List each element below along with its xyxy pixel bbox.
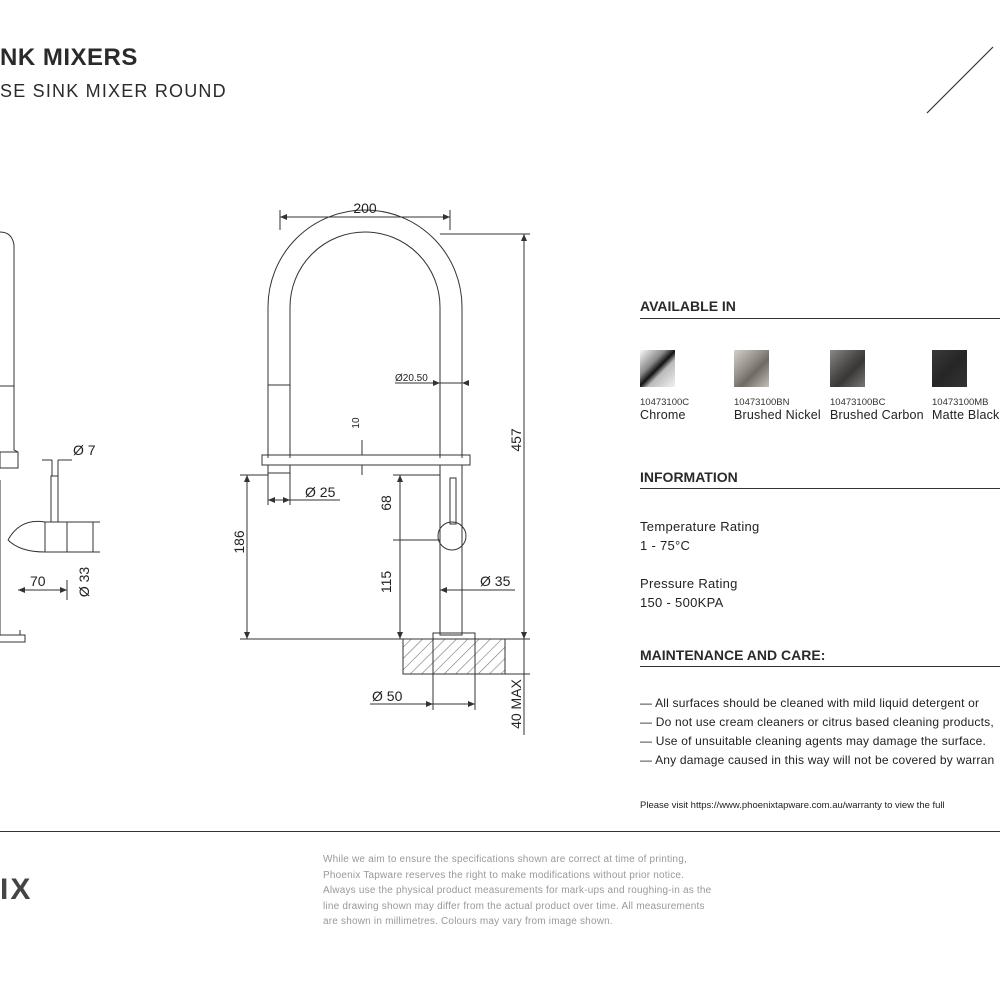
finish-matte-black: 10473100MB Matte Black: [932, 350, 1000, 422]
disclaimer-line: Phoenix Tapware reserves the right to ma…: [323, 869, 685, 881]
dim-7: Ø 7: [73, 442, 96, 458]
dim-68: 68: [378, 495, 394, 511]
disclaimer-line: are shown in millimetres. Colours may va…: [323, 916, 613, 927]
footer-divider: [0, 831, 1000, 832]
matte-black-swatch: [932, 350, 967, 387]
dim-10: 10: [351, 417, 362, 429]
temperature-value: 1 - 75°C: [640, 538, 691, 553]
finish-code: 10473100C: [640, 397, 690, 408]
finish-name: Matte Black: [932, 408, 1000, 422]
technical-drawing: 200 457 Ø20.50 10 Ø 25 186 68 115 Ø 35 Ø…: [0, 200, 530, 735]
maintenance-divider: [640, 666, 1000, 667]
information-divider: [640, 488, 1000, 489]
finish-brushed-nickel: 10473100BN Brushed Nickel: [734, 350, 821, 422]
dim-20-50: Ø20.50: [395, 373, 428, 384]
dim-50: Ø 50: [372, 688, 403, 704]
brushed-carbon-swatch: [830, 350, 865, 387]
temperature-label: Temperature Rating: [640, 519, 760, 534]
dim-40-max: 40 MAX: [508, 678, 524, 728]
disclaimer: While we aim to ensure the specification…: [323, 852, 753, 930]
maintenance-item: — All surfaces should be cleaned with mi…: [640, 696, 980, 710]
disclaimer-line: Always use the physical product measurem…: [323, 885, 712, 896]
available-in-divider: [640, 318, 1000, 319]
dim-70: 70: [30, 573, 46, 589]
brushed-nickel-swatch: [734, 350, 769, 387]
dim-35: Ø 35: [480, 573, 511, 589]
dim-33: Ø 33: [76, 567, 92, 598]
dim-186: 186: [231, 530, 247, 554]
maintenance-item: — Any damage caused in this way will not…: [640, 753, 995, 767]
finish-name: Brushed Carbon: [830, 408, 924, 422]
finish-code: 10473100BC: [830, 397, 886, 408]
brand-logo: IX: [0, 873, 33, 906]
finish-code: 10473100BN: [734, 397, 790, 408]
chrome-swatch: [640, 350, 675, 387]
dim-115: 115: [378, 571, 394, 594]
page-title: NK MIXERS: [0, 44, 138, 71]
disclaimer-line: line drawing shown may differ from the a…: [323, 900, 705, 912]
finish-name: Chrome: [640, 408, 686, 422]
dim-457: 457: [508, 428, 524, 452]
pressure-value: 150 - 500KPA: [640, 595, 724, 610]
warranty-link-note[interactable]: Please visit https://www.phoenixtapware.…: [640, 800, 945, 811]
product-subtitle: SE SINK MIXER ROUND: [0, 81, 227, 101]
finish-name: Brushed Nickel: [734, 408, 821, 422]
available-in-heading: AVAILABLE IN: [640, 298, 736, 314]
finish-chrome: 10473100C Chrome: [640, 350, 689, 422]
disclaimer-line: While we aim to ensure the specification…: [323, 854, 687, 865]
maintenance-item: — Do not use cream cleaners or citrus ba…: [640, 715, 994, 729]
corner-slash-decoration: [926, 46, 994, 114]
maintenance-item: — Use of unsuitable cleaning agents may …: [640, 734, 986, 748]
dim-25: Ø 25: [305, 484, 336, 500]
finish-brushed-carbon: 10473100BC Brushed Carbon: [830, 350, 924, 422]
dim-200: 200: [353, 200, 377, 216]
finish-code: 10473100MB: [932, 397, 989, 408]
maintenance-heading: MAINTENANCE AND CARE:: [640, 647, 826, 663]
pressure-label: Pressure Rating: [640, 576, 738, 591]
information-heading: INFORMATION: [640, 469, 738, 485]
